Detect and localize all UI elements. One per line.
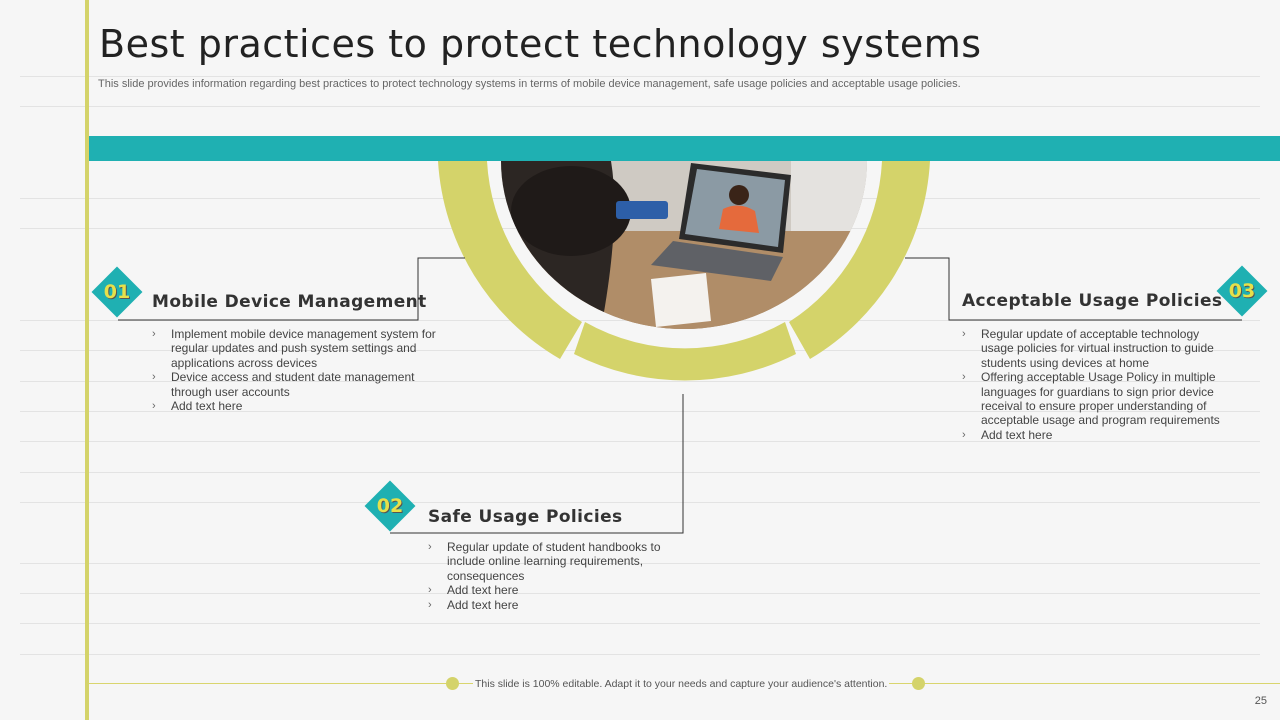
badge-number: 02 <box>376 495 404 517</box>
list-item: Add text here <box>962 428 1230 443</box>
badge-number: 01 <box>103 281 131 303</box>
connector-02 <box>390 394 684 534</box>
list-item: Add text here <box>152 399 437 414</box>
rule-line <box>20 381 1260 382</box>
list-item: Implement mobile device management syste… <box>152 327 437 370</box>
badge-03: 03 <box>1216 265 1268 317</box>
badge-02: 02 <box>364 480 416 532</box>
header-accent-bar <box>89 136 1280 161</box>
rule-line <box>20 502 1260 503</box>
ring-segment-bottom <box>574 322 796 381</box>
list-item: Add text here <box>428 583 668 598</box>
bullet-list-safe-usage-policies: Regular update of student handbooks to i… <box>428 540 668 612</box>
connector-01 <box>118 257 465 321</box>
slide-title: Best practices to protect technology sys… <box>99 22 982 66</box>
bullet-list-mobile-device-management: Implement mobile device management syste… <box>152 327 437 414</box>
bullet-list-acceptable-usage-policies: Regular update of acceptable technology … <box>962 327 1230 443</box>
rule-line <box>20 76 1260 77</box>
footer-dot-right <box>912 677 925 690</box>
rule-line <box>20 411 1260 412</box>
section-title-acceptable-usage-policies: Acceptable Usage Policies <box>962 291 1223 311</box>
margin-line <box>85 0 89 720</box>
section-title-safe-usage-policies: Safe Usage Policies <box>428 507 623 527</box>
list-item: Regular update of acceptable technology … <box>962 327 1230 370</box>
badge-01: 01 <box>91 266 143 318</box>
footer-dot-left <box>446 677 459 690</box>
ring-segment-left <box>438 161 582 359</box>
connector-03 <box>905 257 1242 321</box>
slide-subtitle: This slide provides information regardin… <box>98 78 961 90</box>
rule-line <box>20 106 1260 107</box>
page-number: 25 <box>1254 695 1267 707</box>
section-title-mobile-device-management: Mobile Device Management <box>152 292 427 312</box>
ring-segment-right <box>789 161 930 359</box>
rule-line <box>20 441 1260 442</box>
rule-line <box>20 472 1260 473</box>
badge-number: 03 <box>1228 280 1256 302</box>
list-item: Offering acceptable Usage Policy in mult… <box>962 370 1230 428</box>
rule-line <box>20 654 1260 655</box>
footer-text: This slide is 100% editable. Adapt it to… <box>473 678 890 690</box>
rule-line <box>20 623 1260 624</box>
list-item: Device access and student date managemen… <box>152 370 437 399</box>
list-item: Regular update of student handbooks to i… <box>428 540 668 583</box>
list-item: Add text here <box>428 598 668 613</box>
